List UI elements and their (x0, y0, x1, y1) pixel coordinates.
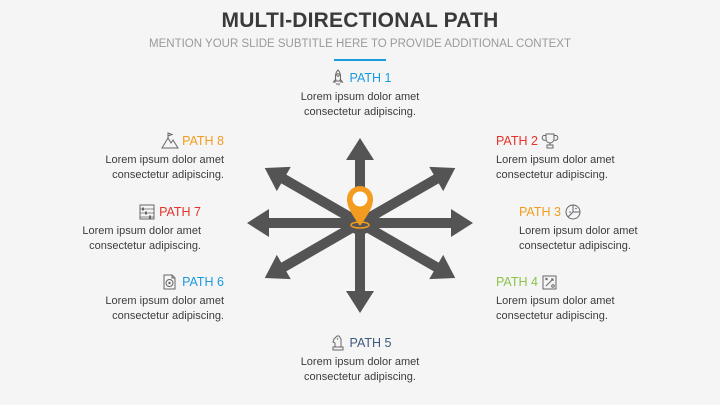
path-1-block: PATH 1 Lorem ipsum dolor amet consectetu… (280, 68, 440, 119)
path-6-label: PATH 6 (182, 274, 224, 289)
strategy-board-icon (542, 275, 557, 290)
path-3-desc-line-2: consectetur adipiscing. (519, 239, 631, 252)
arrow-right (360, 209, 473, 237)
path-7-block: PATH 7 Lorem ipsum dolor amet consectetu… (41, 202, 201, 253)
arrow-down (346, 223, 374, 313)
path-4-label: PATH 4 (496, 274, 538, 289)
path-2-block: PATH 2 Lorem ipsum dolor amet consectetu… (496, 131, 656, 182)
path-6-desc-line-1: Lorem ipsum dolor amet (105, 295, 224, 307)
path-3-block: PATH 3 Lorem ipsum dolor amet consectetu… (519, 202, 679, 253)
path-5-desc-line-2: consectetur adipiscing. (304, 370, 416, 383)
path-8-block: PATH 8 Lorem ipsum dolor amet consectetu… (64, 131, 224, 182)
target-document-icon (163, 274, 176, 290)
path-5-label: PATH 5 (349, 335, 392, 350)
path-1-desc-line-1: Lorem ipsum dolor amet (300, 91, 420, 103)
arrow-down-right (357, 218, 456, 280)
path-7-desc-line-1: Lorem ipsum dolor amet (82, 225, 201, 237)
path-8-desc-line-1: Lorem ipsum dolor amet (105, 154, 224, 166)
arrow-up-left (264, 166, 363, 228)
path-2-desc-line-1: Lorem ipsum dolor amet (496, 154, 615, 166)
arrow-left (247, 209, 360, 237)
path-3-label: PATH 3 (519, 204, 561, 219)
path-1-desc-line-2: consectetur adipiscing. (304, 105, 416, 118)
path-4-desc-line-1: Lorem ipsum dolor amet (496, 295, 615, 307)
path-3-desc-line-1: Lorem ipsum dolor amet (519, 225, 638, 237)
path-5-desc-line-1: Lorem ipsum dolor amet (300, 356, 420, 368)
title-underline (334, 59, 386, 61)
rocket-icon (331, 69, 344, 86)
arrow-down-left (264, 218, 363, 280)
path-6-desc-line-2: consectetur adipiscing. (112, 309, 224, 322)
path-7-desc-line-2: consectetur adipiscing. (89, 239, 201, 252)
trophy-icon (541, 133, 559, 149)
mountain-flag-icon (161, 132, 179, 149)
path-2-desc-line-2: consectetur adipiscing. (496, 168, 608, 181)
pie-chart-icon (565, 204, 581, 220)
path-6-block: PATH 6 Lorem ipsum dolor amet consectetu… (64, 272, 224, 323)
arrow-up (346, 138, 374, 223)
location-pin-icon (347, 186, 373, 229)
path-4-block: PATH 4 Lorem ipsum dolor amet consectetu… (496, 272, 656, 323)
slide-title: MULTI-DIRECTIONAL PATH (221, 9, 499, 32)
path-8-label: PATH 8 (182, 133, 224, 148)
path-5-block: PATH 5 Lorem ipsum dolor amet consectetu… (280, 333, 440, 384)
path-8-desc-line-2: consectetur adipiscing. (112, 168, 224, 181)
slide-subtitle: MENTION YOUR SLIDE SUBTITLE HERE TO PROV… (149, 38, 571, 50)
path-2-label: PATH 2 (496, 133, 538, 148)
chess-knight-icon (331, 335, 344, 351)
path-1-label: PATH 1 (349, 70, 392, 85)
path-4-desc-line-2: consectetur adipiscing. (496, 309, 608, 322)
arrow-up-right (357, 166, 456, 228)
abacus-icon (139, 204, 155, 220)
multi-directional-arrows (247, 138, 473, 313)
path-7-label: PATH 7 (159, 204, 201, 219)
